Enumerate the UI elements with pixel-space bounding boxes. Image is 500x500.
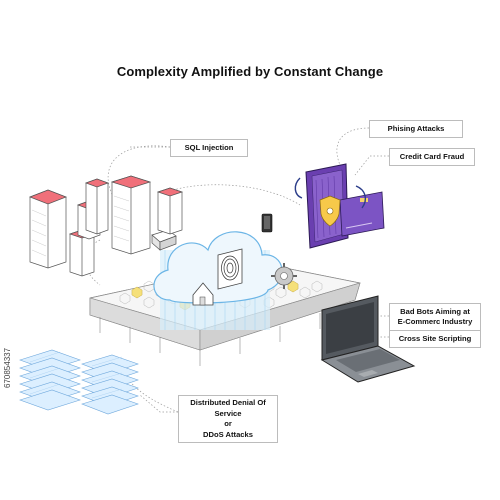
ddos-line3: DDoS Attacks	[203, 429, 253, 439]
credit-card-device	[305, 163, 385, 249]
sql-injection-label: SQL Injection	[170, 139, 248, 157]
ddos-line2: or	[224, 419, 232, 428]
credit-card-fraud-text: Credit Card Fraud	[399, 152, 465, 161]
bad-bots-line2: E-Commerc Industry	[397, 317, 473, 326]
phone-icon	[261, 213, 273, 233]
credit-card-fraud-label: Credit Card Fraud	[389, 148, 475, 166]
server-stack-icon	[19, 349, 139, 415]
orbit-arcs	[294, 177, 367, 209]
page-title: Complexity Amplified by Constant Change	[116, 64, 384, 79]
phishing-text: Phising Attacks	[387, 124, 445, 133]
gear-icon	[271, 263, 297, 289]
laptop-icon	[320, 295, 416, 383]
xss-text: Cross Site Scripting	[398, 334, 472, 343]
ddos-line1: Distributed Denial Of Service	[190, 398, 266, 418]
bad-bots-label: Bad Bots Aiming at E-Commerc Industry	[389, 303, 481, 331]
shield-icon	[319, 195, 341, 227]
phishing-label: Phising Attacks	[369, 120, 463, 138]
fingerprint-icon	[217, 248, 243, 290]
home-icon	[192, 282, 214, 306]
ddos-label: Distributed Denial Of Service or DDoS At…	[178, 395, 278, 443]
bad-bots-line1: Bad Bots Aiming at	[400, 307, 470, 316]
sql-injection-text: SQL Injection	[184, 143, 234, 152]
watermark-id: 670854337	[3, 347, 12, 388]
building-stripes	[31, 195, 130, 257]
building-icon	[29, 175, 184, 277]
xss-label: Cross Site Scripting	[389, 330, 481, 348]
